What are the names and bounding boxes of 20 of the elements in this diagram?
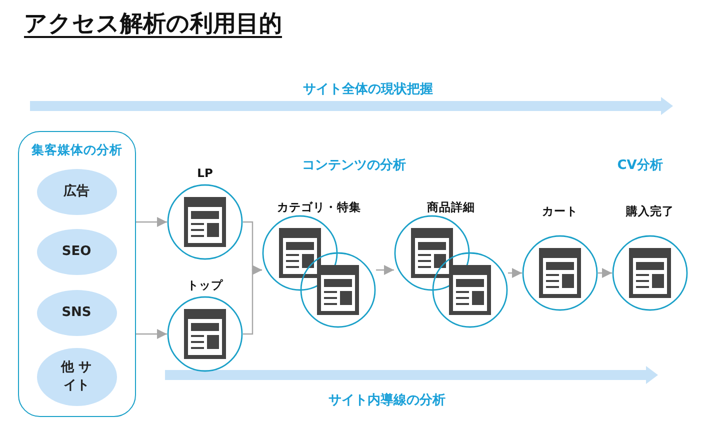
arrow — [598, 268, 612, 278]
arrow — [136, 217, 167, 227]
group-box — [18, 131, 136, 417]
section-heading: CV分析 — [617, 157, 663, 174]
page-label: 商品詳細 — [425, 200, 477, 215]
page-label: カテゴリ・特集 — [275, 200, 363, 215]
arrow — [376, 265, 394, 275]
arrow — [136, 329, 167, 339]
arrow — [243, 265, 262, 335]
channel-ellipse: 広告 — [36, 168, 116, 214]
arrow — [508, 268, 522, 278]
page-label: LP — [195, 166, 215, 180]
title: アクセス解析の利用目的 — [24, 10, 282, 39]
section-heading: コンテンツの分析 — [302, 157, 406, 174]
channel-ellipse: SNS — [36, 290, 116, 336]
arrow-label: サイト全体の現状把握 — [303, 81, 433, 98]
channel-ellipse: 他 サイト — [36, 348, 116, 406]
arrow-label: サイト内導線の分析 — [328, 392, 446, 409]
channel-ellipse: SEO — [36, 228, 116, 274]
group-heading: 集客媒体の分析 — [30, 142, 124, 159]
